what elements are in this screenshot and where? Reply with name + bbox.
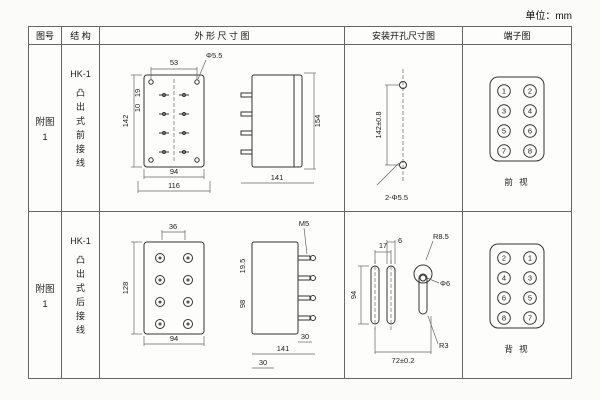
dim-94: 94 — [170, 334, 178, 343]
fig-number: 1 — [42, 131, 48, 143]
header-outline-dims: 外 形 尺 寸 图 — [100, 27, 345, 45]
row1-fig-no: 附图 1 — [29, 45, 62, 212]
dimensions-front: 53 Φ5.5 142 19 10 94 116 — [121, 51, 222, 193]
mount-hole-bottom — [399, 161, 407, 169]
leader-line — [376, 162, 400, 186]
terminal-circles: 1 2 3 4 5 6 7 8 — [497, 84, 537, 158]
terminal-1: 1 — [528, 254, 532, 263]
row2-install-cell: 17 6 R8.5 Φ6 94 72±0.2 R3 — [345, 212, 463, 378]
dim-r8-5: R8.5 — [433, 232, 449, 241]
terminal-5: 5 — [528, 294, 532, 303]
relay-front-view — [143, 74, 205, 168]
dim-r3: R3 — [439, 341, 449, 350]
unit-label: 单位：mm — [525, 11, 572, 22]
header-structure: 结 构 — [62, 27, 100, 45]
header-fig-no: 图号 — [29, 27, 62, 45]
header-terminal-diagram: 端子图 — [463, 27, 571, 45]
dim-94: 94 — [170, 167, 178, 176]
dim-30-b: 30 — [259, 358, 267, 367]
model-label: HK-1 — [70, 236, 91, 246]
terminal-block — [489, 243, 545, 329]
dim-94: 94 — [349, 291, 358, 299]
dim-19-5: 19.5 — [238, 259, 247, 274]
terminal-8: 8 — [502, 314, 506, 323]
mount-slots — [370, 260, 396, 330]
row2-outline-cell: 36 128 94 M5 1 — [100, 212, 345, 378]
row2-fig-no: 附图 1 — [29, 212, 62, 378]
dim-142-tol: 142±0.8 — [374, 111, 383, 138]
row1-install-cell: 142±0.8 2-Φ5.5 — [345, 45, 463, 212]
terminal-7: 7 — [528, 314, 532, 323]
row1-terminal-cell: 1 2 3 4 5 6 7 8 前 视 — [463, 45, 571, 212]
relay-side-view — [251, 241, 316, 335]
dim-hole-5-5: Φ5.5 — [206, 51, 222, 60]
terminal-6: 6 — [502, 294, 506, 303]
row2-terminal-cell: 2 1 4 3 6 5 8 7 背 视 — [463, 212, 571, 378]
terminal-4: 4 — [528, 107, 532, 116]
spec-table: 图号 结 构 外 形 尺 寸 图 安装开孔尺寸图 端子图 附图 1 HK-1 凸… — [28, 26, 572, 379]
row2-structure: HK-1 凸出式后接线 — [62, 212, 100, 378]
install-drawing-front-wiring: 142±0.8 2-Φ5.5 — [374, 69, 408, 202]
dim-6: 6 — [398, 236, 402, 245]
terminal-diagram-front: 1 2 3 4 5 6 7 8 前 视 — [489, 76, 545, 187]
dim-hole-6: Φ6 — [440, 279, 450, 288]
header-install-dims: 安装开孔尺寸图 — [345, 27, 463, 45]
dim-72-tol: 72±0.2 — [392, 356, 415, 365]
terminal-diagram-rear: 2 1 4 3 6 5 8 7 背 视 — [489, 243, 545, 354]
dimensions-side: 154 141 — [241, 72, 322, 184]
terminal-circles: 2 1 4 3 6 5 8 7 — [497, 251, 537, 325]
relay-front-view — [143, 241, 205, 335]
row1-structure: HK-1 凸出式前接线 — [62, 45, 100, 212]
row1-outline-cell: 53 Φ5.5 142 19 10 94 116 — [100, 45, 345, 212]
terminal-1: 1 — [502, 87, 506, 96]
dim-128: 128 — [121, 282, 130, 295]
fig-number: 1 — [42, 298, 48, 310]
terminal-7: 7 — [502, 147, 506, 156]
view-label-rear: 背 视 — [504, 344, 529, 354]
dim-17: 17 — [379, 241, 387, 250]
dimensions-front: 36 128 94 — [121, 222, 205, 346]
dim-2-holes: 2-Φ5.5 — [385, 193, 408, 202]
dim-30-a: 30 — [301, 332, 309, 341]
terminal-3: 3 — [528, 274, 532, 283]
terminal-8: 8 — [528, 147, 532, 156]
relay-side-view — [240, 74, 303, 168]
keyhole-slot — [413, 264, 433, 315]
fig-label: 附图 — [35, 116, 55, 128]
terminal-2: 2 — [502, 254, 506, 263]
dim-116: 116 — [168, 181, 180, 190]
terminal-2: 2 — [528, 87, 532, 96]
terminal-5: 5 — [502, 127, 506, 136]
contact-marks — [159, 93, 189, 154]
outline-drawing-rear-wiring: 36 128 94 M5 1 — [121, 219, 316, 369]
terminal-holes — [155, 253, 193, 329]
terminal-3: 3 — [502, 107, 506, 116]
dim-98: 98 — [238, 300, 247, 308]
model-label: HK-1 — [70, 69, 91, 79]
view-label-front: 前 视 — [504, 177, 529, 187]
structure-desc: 凸出式前接线 — [75, 88, 85, 168]
fig-label: 附图 — [35, 283, 55, 295]
dimensions-install: 17 6 R8.5 Φ6 94 72±0.2 R3 — [349, 232, 450, 365]
dim-m5: M5 — [299, 219, 309, 228]
terminal-6: 6 — [528, 127, 532, 136]
dim-141: 141 — [277, 344, 290, 353]
outline-drawing-front-wiring: 53 Φ5.5 142 19 10 94 116 — [121, 51, 322, 193]
dimensions-side: M5 19.5 98 30 141 30 — [238, 219, 315, 369]
dim-53: 53 — [170, 58, 178, 67]
dim-154: 154 — [313, 115, 322, 128]
mount-hole-top — [399, 81, 407, 89]
dim-141: 141 — [271, 173, 284, 182]
dim-10: 10 — [133, 104, 142, 112]
dim-19: 19 — [133, 89, 142, 97]
dim-142: 142 — [121, 115, 130, 128]
terminal-block — [489, 76, 545, 162]
structure-desc: 凸出式后接线 — [75, 255, 85, 335]
terminal-4: 4 — [502, 274, 506, 283]
install-drawing-rear-wiring: 17 6 R8.5 Φ6 94 72±0.2 R3 — [349, 232, 450, 365]
dim-36: 36 — [169, 222, 177, 231]
